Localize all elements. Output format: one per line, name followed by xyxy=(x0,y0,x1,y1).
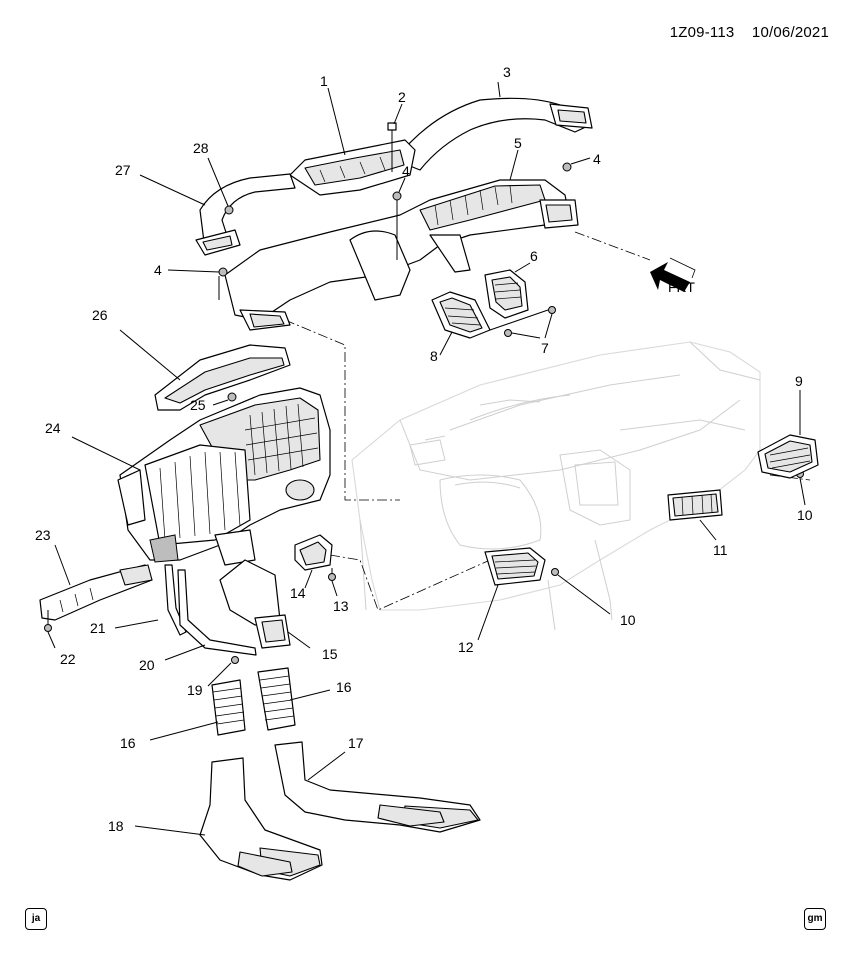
part-15-duct-adapter xyxy=(219,559,311,649)
callout-25: 25 xyxy=(190,397,206,413)
callout-1: 1 xyxy=(320,73,328,89)
callout-22: 22 xyxy=(60,651,76,667)
callout-12: 12 xyxy=(458,639,474,655)
front-direction-arrow-icon: FRT xyxy=(650,257,696,295)
callout-11: 11 xyxy=(713,542,728,558)
callout-4a: 4 xyxy=(593,151,601,167)
callout-8: 8 xyxy=(430,348,438,364)
diagram-code: 1Z09-113 xyxy=(669,24,735,41)
callout-14: 14 xyxy=(290,585,306,601)
part-17-rear-floor-duct xyxy=(274,741,481,833)
callout-20: 20 xyxy=(139,657,155,673)
callout-6: 6 xyxy=(530,248,538,264)
diagram-reference: 1Z09-113 10/06/2021 xyxy=(670,24,829,41)
part-7-fasteners xyxy=(489,306,556,339)
callout-3: 3 xyxy=(503,64,511,80)
front-direction-label: FRT xyxy=(668,279,695,295)
part-11-outlet-panel xyxy=(667,489,723,541)
part-28-fastener xyxy=(207,157,234,215)
callout-19: 19 xyxy=(187,682,203,698)
part-26-cover xyxy=(119,329,291,411)
part-23-floor-duct xyxy=(39,544,153,621)
callout-15: 15 xyxy=(322,646,338,662)
callout-21: 21 xyxy=(90,620,106,636)
callout-13: 13 xyxy=(333,598,349,614)
callout-16a: 16 xyxy=(336,679,352,695)
callout-numbers: 1 2 3 4 4 4 5 6 7 8 9 10 10 11 12 13 14 … xyxy=(35,64,813,834)
part-2-screw xyxy=(387,103,403,172)
part-12-center-outlet xyxy=(477,547,546,641)
illustrator-badge: ja xyxy=(25,908,47,930)
callout-16b: 16 xyxy=(120,735,136,751)
callout-23: 23 xyxy=(35,527,51,543)
callout-7: 7 xyxy=(541,340,549,356)
part-19-clip xyxy=(207,656,239,687)
hvac-grid xyxy=(244,403,319,476)
part-9-side-outlet xyxy=(757,390,819,479)
part-18-rear-floor-duct xyxy=(134,757,323,881)
part-16-bellows-ducts xyxy=(149,667,331,741)
part-20-hose xyxy=(164,569,257,661)
part-4-fasteners xyxy=(167,157,591,300)
part-14-actuator xyxy=(294,534,333,589)
part-27-side-duct xyxy=(139,173,296,256)
callout-24: 24 xyxy=(45,420,61,436)
callout-4b: 4 xyxy=(402,163,410,179)
part-8-air-outlet xyxy=(431,291,491,356)
part-22-screw xyxy=(44,610,56,649)
part-13-screw xyxy=(328,568,338,597)
callout-17: 17 xyxy=(348,735,364,751)
callout-28: 28 xyxy=(193,140,209,156)
part-6-air-outlet xyxy=(484,262,531,319)
callout-9: 9 xyxy=(795,373,803,389)
part-25-fastener xyxy=(212,392,237,406)
part-1-defroster-nozzle xyxy=(289,87,416,196)
part-21-drain-hose xyxy=(114,564,187,636)
part-3-defroster-duct xyxy=(394,81,593,171)
callout-5: 5 xyxy=(514,135,522,151)
callout-2: 2 xyxy=(398,89,406,105)
gm-logo-badge: gm xyxy=(804,908,826,930)
callout-4c: 4 xyxy=(154,262,162,278)
callout-27: 27 xyxy=(115,162,131,178)
callout-10b: 10 xyxy=(620,612,636,628)
callout-10a: 10 xyxy=(797,507,813,523)
callout-26: 26 xyxy=(92,307,108,323)
callout-18: 18 xyxy=(108,818,124,834)
instrument-panel-outline xyxy=(351,341,761,631)
part-24-hvac-module xyxy=(71,387,331,566)
diagram-date: 10/06/2021 xyxy=(751,24,829,41)
